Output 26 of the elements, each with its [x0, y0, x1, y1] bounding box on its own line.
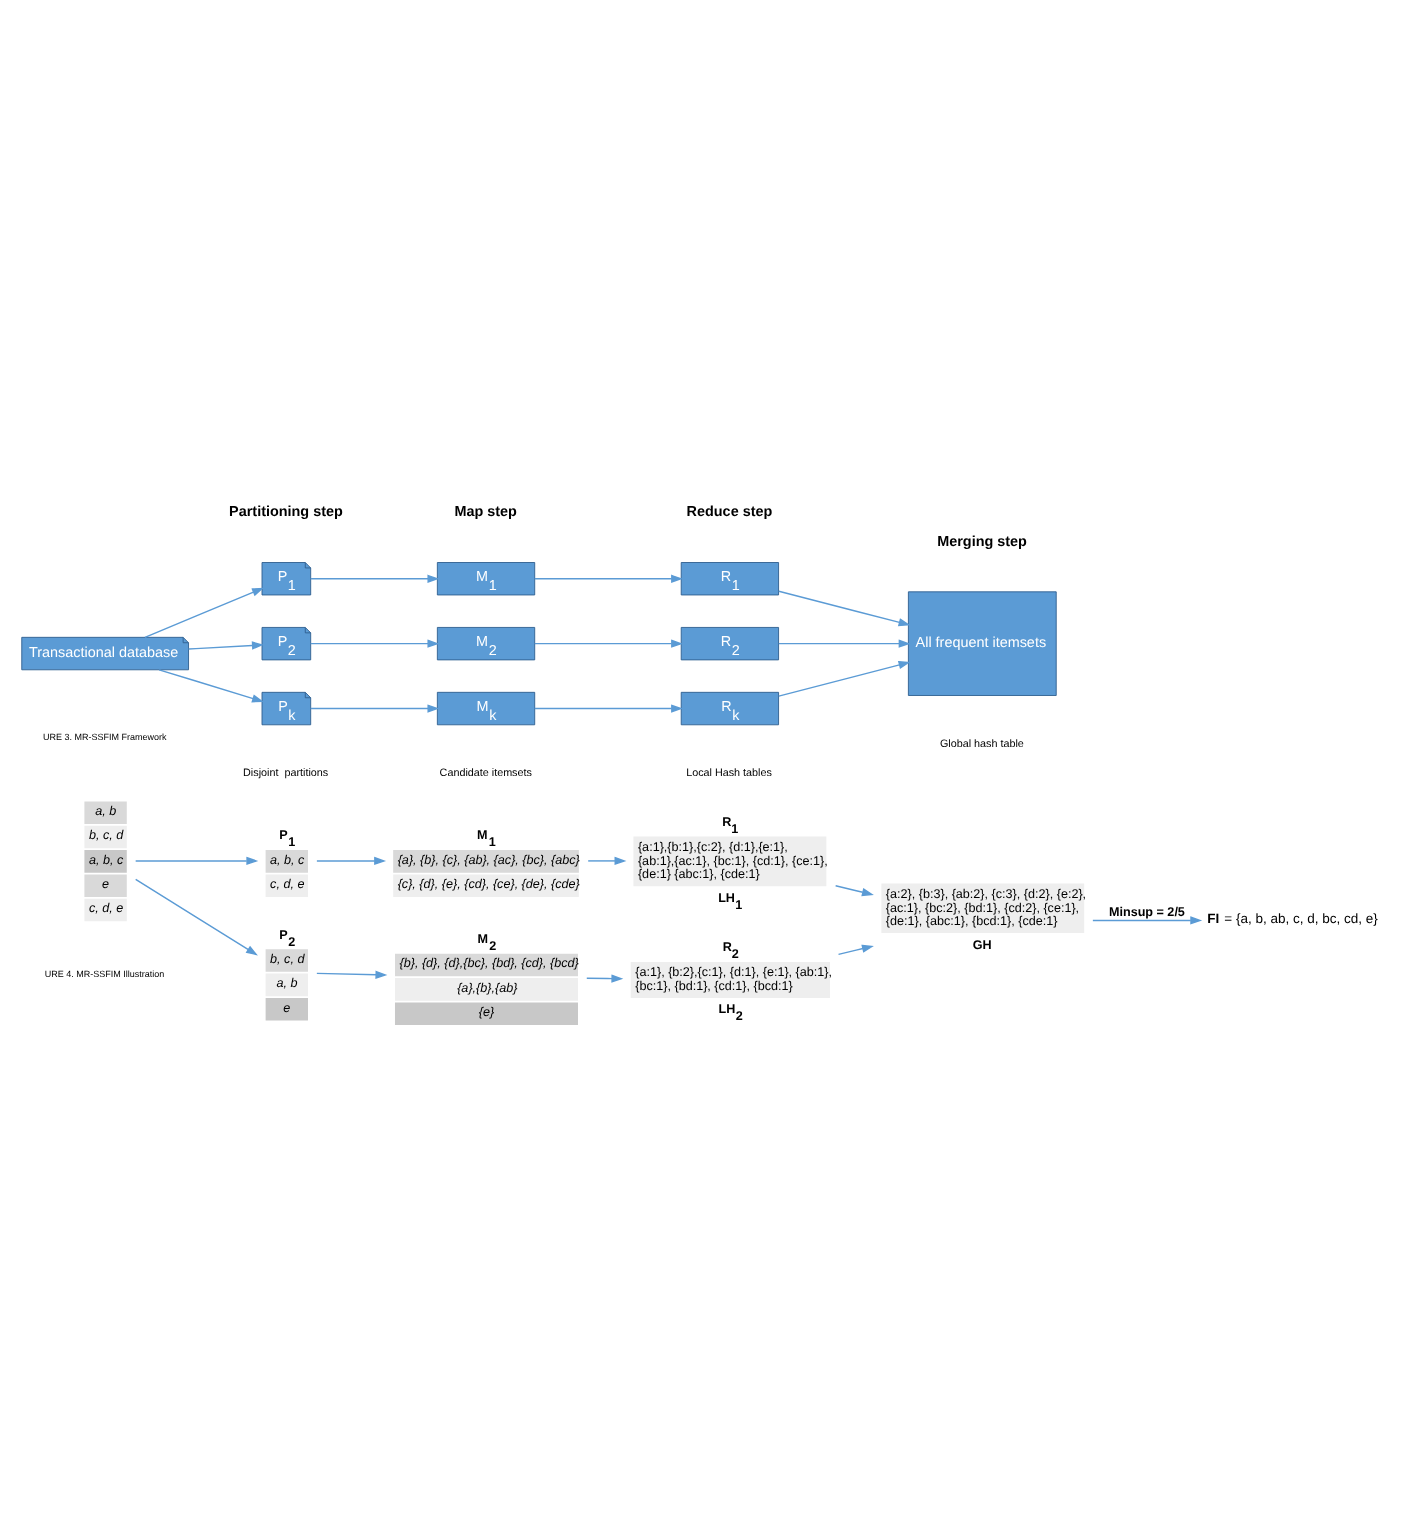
arrow — [316, 970, 388, 979]
label: Map step — [454, 502, 517, 521]
arrow — [834, 885, 874, 897]
arrow — [134, 856, 259, 866]
arrow — [144, 587, 264, 639]
arrow — [1092, 916, 1203, 925]
label: Reduce step — [686, 502, 773, 521]
arrow — [587, 856, 627, 866]
arrow — [310, 639, 440, 648]
arrow — [778, 639, 911, 648]
node-box: All frequent itemsets — [907, 591, 1057, 696]
arrow — [534, 639, 684, 648]
label: Merging step — [937, 532, 1027, 551]
arrow — [187, 641, 264, 650]
arrow — [310, 574, 440, 583]
arrow — [778, 660, 911, 697]
arrow — [778, 590, 911, 627]
arrow — [134, 878, 258, 956]
arrow — [310, 704, 440, 713]
arrow — [534, 704, 684, 713]
arrow — [316, 856, 387, 866]
arrow — [837, 944, 874, 956]
arrow — [158, 669, 264, 703]
label: Partitioning step — [229, 502, 343, 521]
arrow — [534, 574, 684, 583]
arrow — [586, 974, 624, 983]
